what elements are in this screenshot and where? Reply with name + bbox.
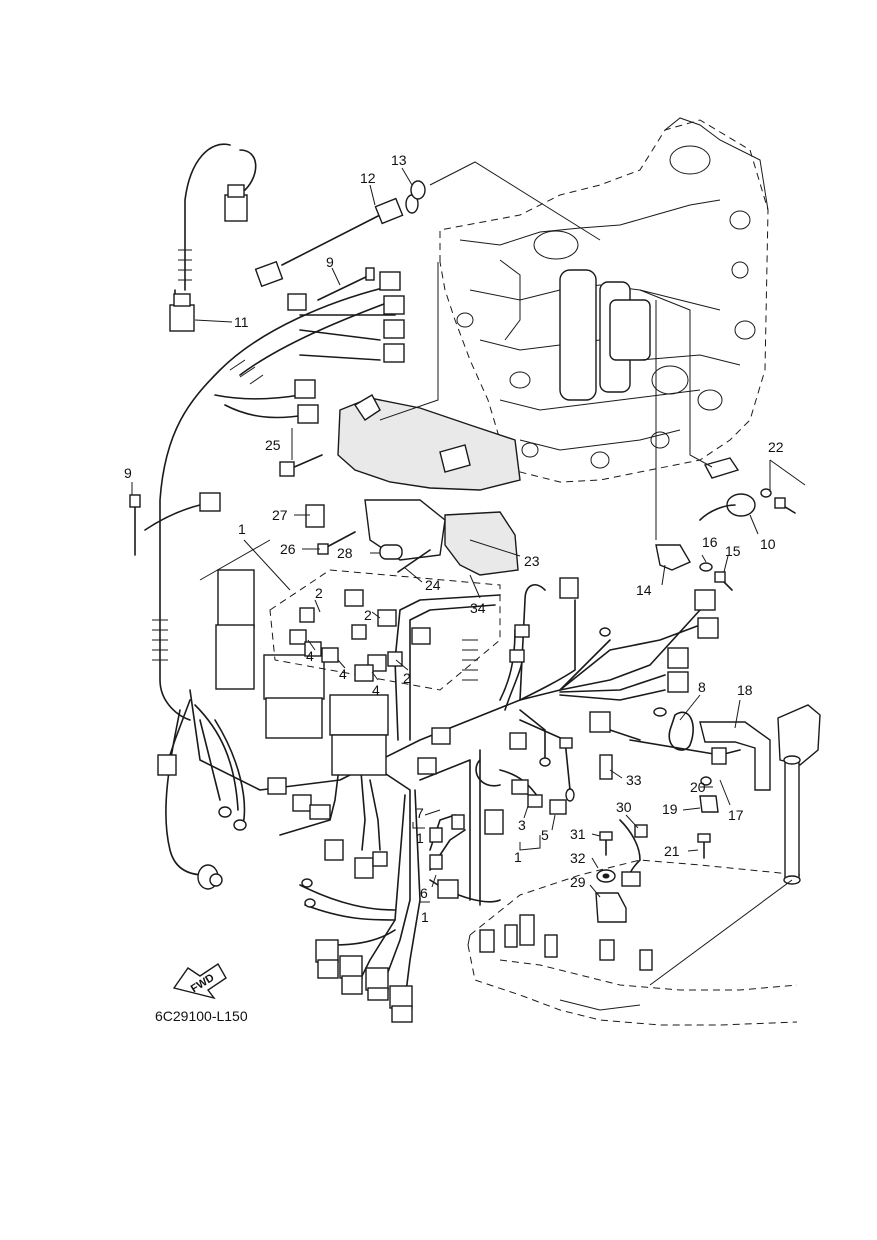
drawing-code: 6C29100-L150: [155, 1008, 248, 1024]
callout-5: 5: [541, 827, 549, 843]
callout-18: 18: [737, 682, 753, 698]
bracket-assembly: [649, 704, 821, 986]
callout-2-b: 2: [364, 607, 372, 623]
callout-4-a: 4: [306, 648, 314, 664]
callout-7: 7: [416, 805, 424, 821]
callout-4-c: 4: [372, 682, 380, 698]
callout-25: 25: [265, 437, 281, 453]
callout-labels: 1 1 1 1 2 2 2 3 4 4 4 5 6 7 8 9 9 10 11 …: [124, 152, 784, 925]
connectors: [129, 180, 796, 1023]
lower-mounting-plate: [467, 859, 801, 1026]
callout-6: 6: [420, 885, 428, 901]
callout-30: 30: [616, 799, 632, 815]
callout-19: 19: [662, 801, 678, 817]
callout-20: 20: [690, 779, 706, 795]
callout-23: 23: [524, 553, 540, 569]
callout-33: 33: [626, 772, 642, 788]
callout-24: 24: [425, 577, 441, 593]
callout-31: 31: [570, 826, 586, 842]
callout-2-c: 2: [403, 670, 411, 686]
callout-21: 21: [664, 843, 680, 859]
callout-29: 29: [570, 874, 586, 890]
callout-10: 10: [760, 536, 776, 552]
callout-3: 3: [518, 817, 526, 833]
callout-1-lower: 1: [416, 830, 424, 846]
callout-32: 32: [570, 850, 586, 866]
callout-11: 11: [234, 314, 249, 330]
callout-2-a: 2: [315, 585, 323, 601]
fwd-arrow-icon: [172, 963, 227, 1000]
leader-lines: [131, 161, 806, 903]
engine-block: [439, 117, 769, 483]
callout-9-top: 9: [326, 254, 334, 270]
callout-14: 14: [636, 582, 652, 598]
callout-12: 12: [360, 170, 376, 186]
callout-34: 34: [470, 600, 486, 616]
callout-22: 22: [768, 439, 784, 455]
callout-28: 28: [337, 545, 353, 561]
callout-1-right: 1: [514, 849, 522, 865]
callout-4-b: 4: [339, 666, 347, 682]
callout-16: 16: [702, 534, 718, 550]
callout-15: 15: [725, 543, 741, 559]
harness-cover: [337, 394, 521, 576]
callout-13: 13: [391, 152, 407, 168]
callout-17: 17: [728, 807, 744, 823]
callout-8: 8: [698, 679, 706, 695]
callout-1-relays: 1: [238, 521, 246, 537]
callout-9-left: 9: [124, 465, 132, 481]
callout-27: 27: [272, 507, 288, 523]
callout-1-bottom: 1: [421, 909, 429, 925]
callout-26: 26: [280, 541, 296, 557]
